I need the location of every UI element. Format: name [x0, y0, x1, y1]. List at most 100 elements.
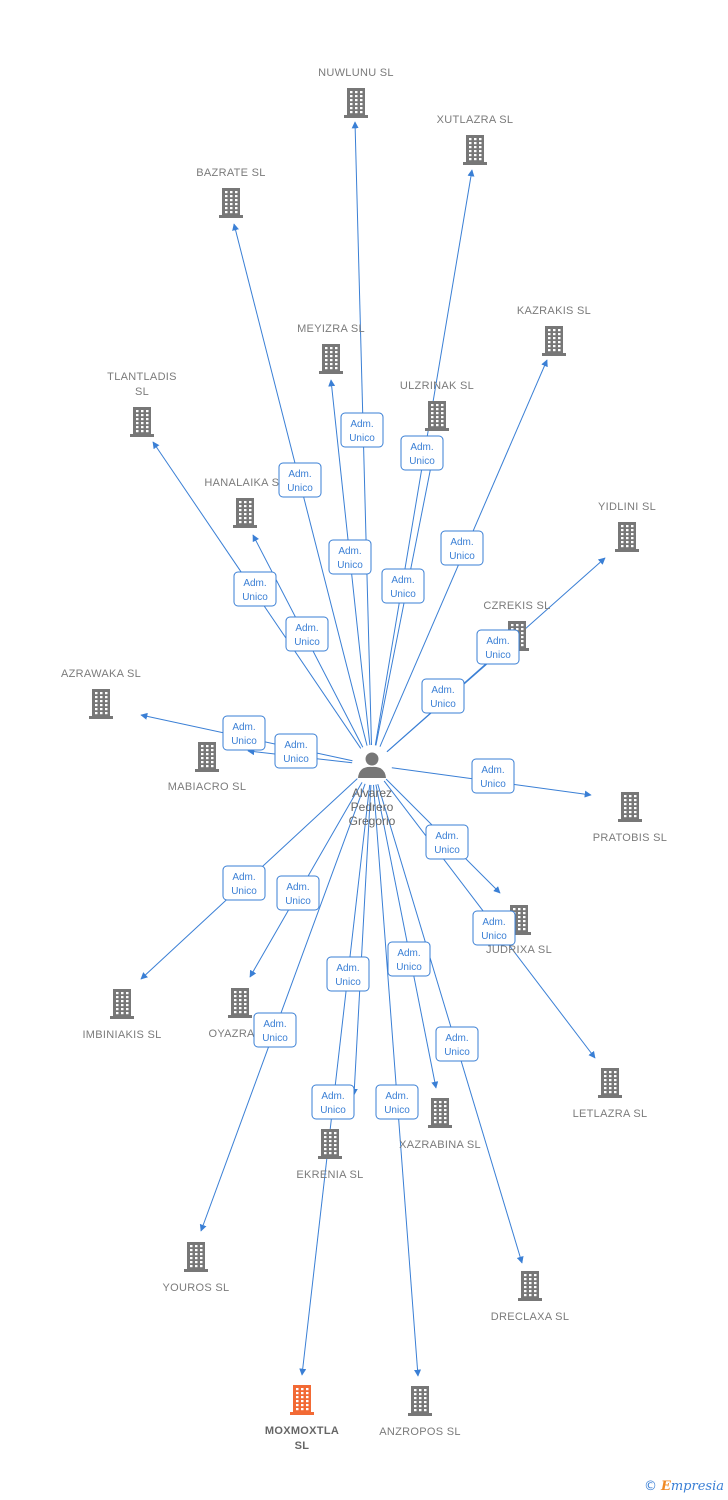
- company-node-xutlazra[interactable]: XUTLAZRA SL: [437, 114, 514, 165]
- company-label: MEYIZRA SL: [297, 323, 365, 335]
- company-node-pratobis[interactable]: PRATOBIS SL: [593, 792, 667, 844]
- company-node-imbiniakis[interactable]: IMBINIAKIS SL: [82, 989, 161, 1041]
- relation-label-line: Adm.: [232, 872, 255, 883]
- brand-initial: E: [660, 1479, 671, 1494]
- building-icon: [195, 742, 219, 772]
- relation-label-line: Adm.: [288, 469, 311, 480]
- building-icon: [110, 989, 134, 1019]
- relation-badge-meyizra[interactable]: Adm. Unico: [328, 539, 372, 575]
- building-icon: [184, 1242, 208, 1272]
- company-node-kazrakis[interactable]: KAZRAKIS SL: [517, 305, 591, 356]
- badges-layer: Adm.UnicoAdm.UnicoAdm.UnicoAdm.UnicoAdm.…: [222, 412, 520, 1120]
- company-node-youros[interactable]: YOUROS SL: [163, 1242, 230, 1294]
- relation-label-line: Adm.: [410, 442, 433, 453]
- building-icon: [290, 1385, 314, 1415]
- relation-badge-anzropos[interactable]: Adm.Unico: [375, 1084, 419, 1120]
- relation-label-line: Unico: [283, 754, 309, 765]
- company-label: EKRENIA SL: [296, 1169, 363, 1181]
- relation-badge-letlazra[interactable]: Adm.Unico: [472, 910, 516, 946]
- company-node-dreclaxa[interactable]: DRECLAXA SL: [491, 1271, 570, 1323]
- relation-label-line: Unico: [485, 650, 511, 661]
- relation-badge-nuwlunu[interactable]: Adm. Unico: [340, 412, 384, 448]
- company-label: TLANTLADIS: [107, 371, 177, 383]
- relation-badge-mabiacro[interactable]: Adm. Unico: [274, 733, 318, 769]
- building-icon: [228, 988, 252, 1018]
- relation-badge-ulzrinak[interactable]: Adm.Unico: [381, 568, 425, 604]
- relation-label-line: Adm.: [338, 546, 361, 557]
- relation-label-line: Unico: [262, 1033, 288, 1044]
- relation-badge-ekrenia[interactable]: Adm.Unico: [326, 956, 370, 992]
- relation-badge-dreclaxa[interactable]: Adm.Unico: [435, 1026, 479, 1062]
- company-label: PRATOBIS SL: [593, 832, 667, 844]
- company-node-nuwlunu[interactable]: NUWLUNU SL: [318, 67, 394, 118]
- company-label: IMBINIAKIS SL: [82, 1029, 161, 1041]
- building-icon: [233, 498, 257, 528]
- relation-badge-hanalaika[interactable]: Adm.Unico: [285, 616, 329, 652]
- relation-badge-yidlini[interactable]: Adm.Unico: [476, 629, 520, 665]
- person-name-line: Pedrero: [351, 800, 394, 814]
- building-icon: [408, 1386, 432, 1416]
- company-node-xazrabina[interactable]: XAZRABINA SL: [399, 1098, 481, 1151]
- company-node-mabiacro[interactable]: MABIACRO SL: [168, 742, 247, 793]
- relation-badge-czrekis[interactable]: Adm.Unico: [421, 678, 465, 714]
- building-icon: [615, 522, 639, 552]
- company-node-ulzrinak[interactable]: ULZRINAK SL: [400, 380, 474, 431]
- relation-badge-youros[interactable]: Adm. Unico: [253, 1012, 297, 1048]
- relation-badge-kazrakis[interactable]: Adm.Unico: [440, 530, 484, 566]
- company-label: NUWLUNU SL: [318, 67, 394, 79]
- relation-label-line: Adm.: [284, 740, 307, 751]
- relation-label-line: Unico: [480, 779, 506, 790]
- relation-badge-imbiniakis[interactable]: Adm.Unico: [222, 865, 266, 901]
- company-node-anzropos[interactable]: ANZROPOS SL: [379, 1386, 461, 1438]
- relation-label-line: Unico: [337, 560, 363, 571]
- footer-brand: © Empresia: [644, 1479, 724, 1494]
- relation-label-line: Unico: [349, 433, 375, 444]
- company-label: SL: [135, 386, 149, 398]
- copyright-symbol: ©: [643, 1479, 657, 1494]
- relation-badge-moxmoxtla[interactable]: Adm.Unico: [311, 1084, 355, 1120]
- relation-label-line: Unico: [449, 551, 475, 562]
- relation-badge-pratobis[interactable]: Adm. Unico: [471, 758, 515, 794]
- relation-label-line: Adm.: [481, 765, 504, 776]
- relation-badge-tlantladis[interactable]: Adm.Unico: [233, 571, 277, 607]
- company-label: YOUROS SL: [163, 1282, 230, 1294]
- company-node-yidlini[interactable]: YIDLINI SL: [598, 501, 656, 552]
- relation-badge-xutlazra[interactable]: Adm. Unico: [400, 435, 444, 471]
- relation-label-line: Unico: [430, 699, 456, 710]
- relation-label-line: Unico: [409, 456, 435, 467]
- company-label: XAZRABINA SL: [399, 1139, 481, 1151]
- relation-label-line: Unico: [231, 736, 257, 747]
- company-node-ekrenia[interactable]: EKRENIA SL: [296, 1129, 363, 1181]
- company-node-hanalaika[interactable]: HANALAIKA SL: [204, 477, 285, 528]
- relation-label-line: Adm.: [263, 1019, 286, 1030]
- relation-badge-bazrate[interactable]: Adm. Unico: [278, 462, 322, 498]
- company-node-azrawaka[interactable]: AZRAWAKA SL: [61, 668, 141, 719]
- building-icon: [318, 1129, 342, 1159]
- relation-label-line: Adm.: [350, 419, 373, 430]
- relation-badge-oyazra[interactable]: Adm.Unico: [276, 875, 320, 911]
- relation-badge-azrawaka[interactable]: Adm. Unico: [222, 715, 266, 751]
- company-node-bazrate[interactable]: BAZRATE SL: [196, 167, 265, 218]
- relation-label-line: Unico: [294, 637, 320, 648]
- relation-badge-xazrabina[interactable]: Adm.Unico: [387, 941, 431, 977]
- relation-badge-judrixa[interactable]: Adm.Unico: [425, 824, 469, 860]
- edge-moxmoxtla: [299, 784, 371, 1376]
- building-icon: [598, 1068, 622, 1098]
- relation-label-line: Unico: [434, 845, 460, 856]
- brand-rest: mpresia: [670, 1479, 724, 1494]
- company-node-meyizra[interactable]: MEYIZRA SL: [297, 323, 365, 374]
- company-label: JUDRIXA SL: [486, 944, 552, 956]
- company-label: BAZRATE SL: [196, 167, 265, 179]
- company-node-tlantladis[interactable]: TLANTLADIS SL: [107, 371, 177, 437]
- relation-label-line: Adm.: [232, 722, 255, 733]
- relation-label-line: Unico: [444, 1047, 470, 1058]
- edge-dreclaxa: [377, 784, 524, 1264]
- relation-label-line: Unico: [481, 931, 507, 942]
- company-node-letlazra[interactable]: LETLAZRA SL: [573, 1068, 648, 1120]
- building-icon: [319, 344, 343, 374]
- building-icon: [89, 689, 113, 719]
- relation-label-line: Unico: [287, 483, 313, 494]
- building-icon: [344, 88, 368, 118]
